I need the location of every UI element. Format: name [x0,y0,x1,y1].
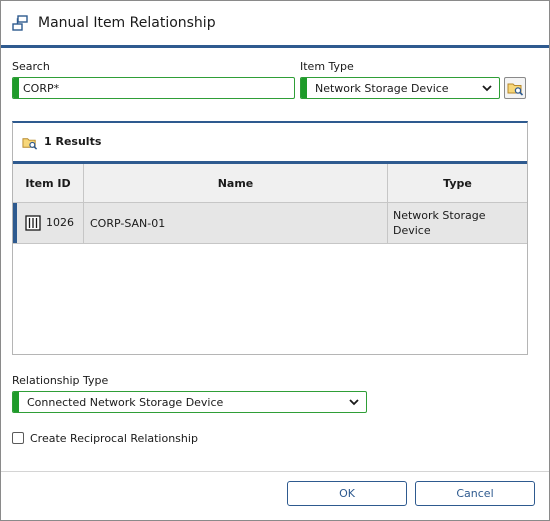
cancel-button[interactable]: Cancel [415,481,535,506]
relationship-type-value: Connected Network Storage Device [27,396,224,409]
cell-type: Network Storage Device [388,203,527,243]
storage-device-icon [25,215,41,231]
folder-search-icon [507,83,524,96]
folder-search-icon [22,138,38,150]
required-indicator [13,78,19,98]
item-type-line1: Network Storage [393,209,486,222]
results-panel: 1 Results Item ID Name Type 1026 CORP-SA… [12,121,528,355]
cell-name: CORP-SAN-01 [84,203,388,243]
search-field[interactable] [12,77,295,99]
grid-header: Item ID Name Type [13,164,527,203]
chevron-down-icon [482,85,492,92]
title-divider [1,45,549,48]
search-label: Search [12,60,50,73]
item-id-value: 1026 [46,216,74,229]
dialog-title: Manual Item Relationship [38,15,216,31]
reciprocal-label[interactable]: Create Reciprocal Relationship [30,432,198,445]
title-bar: Manual Item Relationship [1,1,549,45]
required-indicator [301,78,307,98]
item-type-line2: Device [393,224,431,237]
column-header-type[interactable]: Type [443,176,472,190]
relationship-type-label: Relationship Type [12,374,109,387]
relationship-type-select[interactable]: Connected Network Storage Device [12,391,367,413]
table-row[interactable]: 1026 CORP-SAN-01 Network Storage Device [13,203,527,244]
results-divider [13,161,527,164]
item-type-label: Item Type [300,60,354,73]
browse-item-type-button[interactable] [504,77,526,99]
cell-item-id: 1026 [13,203,84,243]
required-indicator [13,392,19,412]
search-input[interactable] [23,80,290,96]
footer-divider [1,471,549,472]
column-header-name[interactable]: Name [84,164,388,202]
relationship-icon [12,15,28,31]
reciprocal-checkbox[interactable] [12,432,24,444]
column-header-item-id[interactable]: Item ID [13,164,84,202]
results-header: 1 Results [13,123,527,161]
chevron-down-icon [349,399,359,406]
item-type-value: Network Storage Device [315,82,449,95]
item-name-value: CORP-SAN-01 [90,217,166,230]
item-type-select[interactable]: Network Storage Device [300,77,500,99]
results-count: 1 Results [44,135,102,148]
row-selection-indicator [13,203,17,243]
ok-button[interactable]: OK [287,481,407,506]
